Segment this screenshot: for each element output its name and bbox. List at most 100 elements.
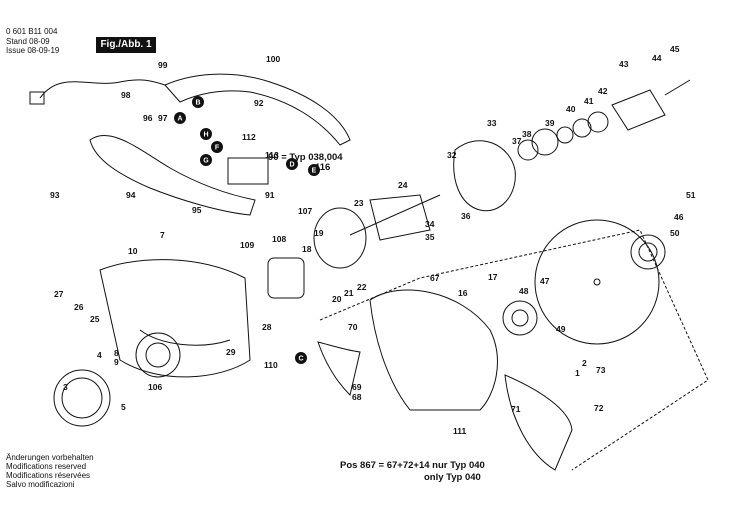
handle-part <box>164 73 351 146</box>
part-number-107: 107 <box>298 206 312 216</box>
part-number-73: 73 <box>596 365 606 375</box>
svg-text:D: D <box>289 162 294 169</box>
motor-housing <box>99 259 251 378</box>
part-number-106: 106 <box>148 382 162 392</box>
footer-fr: Modifications réservées <box>6 471 91 480</box>
part-number-3: 3 <box>63 382 68 392</box>
stand-date: Stand 08-09 <box>6 37 50 46</box>
footer-de: Änderungen vorbehalten <box>6 453 94 462</box>
switch-part <box>227 157 269 185</box>
connection-tag-d: D <box>286 158 298 170</box>
part-number-110: 110 <box>264 360 278 370</box>
part-number-24: 24 <box>398 180 408 190</box>
armature-part <box>369 194 431 241</box>
footer-en: Modifications reserved <box>6 462 87 471</box>
part-number-23: 23 <box>354 198 364 208</box>
part-number-25: 25 <box>90 314 100 324</box>
svg-text:A: A <box>177 116 182 123</box>
part-number-27: 27 <box>54 289 64 299</box>
part-number-36: 36 <box>461 211 471 221</box>
part-number-99: 99 <box>158 60 168 70</box>
part-number-71: 71 <box>511 404 521 414</box>
part-number-9: 9 <box>114 357 119 367</box>
part-number-39: 39 <box>545 118 555 128</box>
part-number-98: 98 <box>121 90 131 100</box>
pos-note: Pos 867 = 67+72+14 nur Typ 040 <box>340 460 485 471</box>
part-number-50: 50 <box>670 228 680 238</box>
connection-tag-g: G <box>200 154 212 166</box>
part-number-67: 67 <box>430 273 440 283</box>
connection-tag-f: F <box>211 141 223 153</box>
part-number-97: 97 <box>158 113 168 123</box>
connection-tag-e: E <box>308 164 320 176</box>
part-number-2: 2 <box>582 358 587 368</box>
svg-text:G: G <box>203 158 209 165</box>
part-number-33: 33 <box>487 118 497 128</box>
svg-text:F: F <box>215 145 220 152</box>
footer-it: Salvo modificazioni <box>6 480 75 489</box>
part-number-41: 41 <box>584 96 594 106</box>
part-number-38: 38 <box>522 129 532 139</box>
typ-note-116: 116 <box>315 162 331 173</box>
lower-guard <box>504 374 573 471</box>
part-number-51: 51 <box>686 190 696 200</box>
plug-icon <box>29 91 45 105</box>
part-number-5: 5 <box>121 402 126 412</box>
part-number-43: 43 <box>619 59 629 69</box>
part-number-8: 8 <box>114 348 119 358</box>
part-number-28: 28 <box>262 322 272 332</box>
part-number-48: 48 <box>519 286 529 296</box>
part-number-45: 45 <box>670 44 680 54</box>
part-number-26: 26 <box>74 302 84 312</box>
connection-tag-c: C <box>295 352 307 364</box>
svg-text:H: H <box>203 132 208 139</box>
part-number-100: 100 <box>266 54 280 64</box>
part-number-68: 68 <box>352 392 362 402</box>
part-number-49: 49 <box>556 324 566 334</box>
part-number-29: 29 <box>226 347 236 357</box>
issue-date: Issue 08-09-19 <box>6 46 60 55</box>
part-number-95: 95 <box>192 205 202 215</box>
part-number-46: 46 <box>674 212 684 222</box>
part-number-18: 18 <box>302 244 312 254</box>
part-number-22: 22 <box>357 282 367 292</box>
part-number-4: 4 <box>97 350 102 360</box>
gear-housing <box>453 140 516 212</box>
part-number-93: 93 <box>50 190 60 200</box>
part-number-91: 91 <box>265 190 275 200</box>
part-number-17: 17 <box>488 272 498 282</box>
power-cord <box>39 79 166 99</box>
svg-text:C: C <box>298 356 303 363</box>
grip-part <box>89 134 256 216</box>
part-number-32: 32 <box>447 150 457 160</box>
part-number-21: 21 <box>344 288 354 298</box>
stator-part <box>267 257 305 299</box>
pos-note-2: only Typ 040 <box>424 472 481 483</box>
part-number-35: 35 <box>425 232 435 242</box>
part-number-40: 40 <box>566 104 576 114</box>
part-number-72: 72 <box>594 403 604 413</box>
svg-text:B: B <box>195 100 200 107</box>
part-number-47: 47 <box>540 276 550 286</box>
part-number-113: 113 <box>265 150 279 160</box>
part-number-108: 108 <box>272 234 286 244</box>
part-number-34: 34 <box>425 219 435 229</box>
part-number-109: 109 <box>240 240 254 250</box>
saw-blade <box>534 219 660 345</box>
part-number-96: 96 <box>143 113 153 123</box>
part-number-10: 10 <box>128 246 138 256</box>
typ-note: 90 = Typ 038,004 <box>268 152 343 163</box>
part-number-70: 70 <box>348 322 358 332</box>
part-number-37: 37 <box>512 136 522 146</box>
connection-tag-a: A <box>174 112 186 124</box>
drawing-number: 0 601 B11 004 <box>6 27 58 36</box>
part-number-7: 7 <box>160 230 165 240</box>
figure-label: Fig./Abb. 1 <box>96 37 156 53</box>
part-number-16: 16 <box>458 288 468 298</box>
part-number-92: 92 <box>254 98 264 108</box>
part-number-42: 42 <box>598 86 608 96</box>
part-number-1: 1 <box>575 368 580 378</box>
svg-text:E: E <box>312 168 317 175</box>
